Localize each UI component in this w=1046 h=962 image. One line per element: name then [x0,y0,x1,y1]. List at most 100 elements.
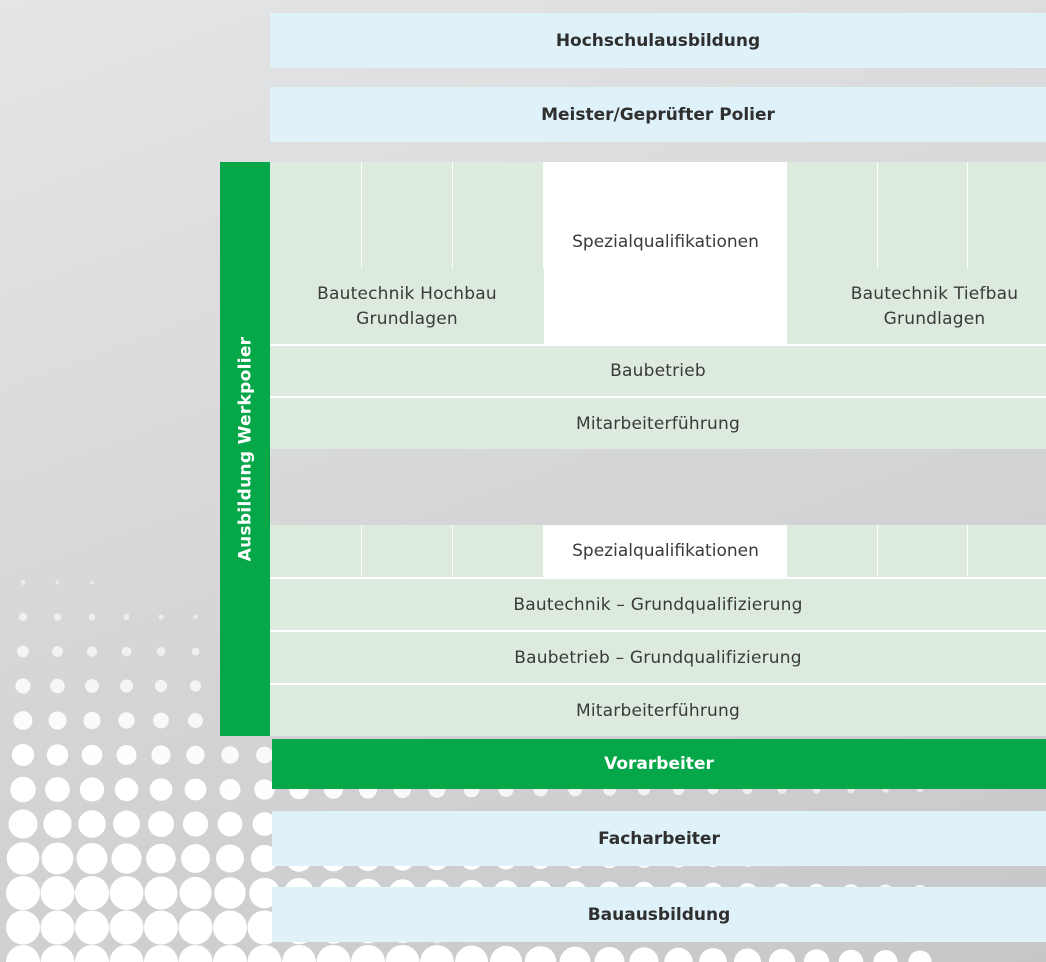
pattern-dot [213,910,247,945]
pattern-dot [385,945,420,962]
divider [270,577,1046,579]
pattern-dot [148,811,174,837]
baubetrieb-grundqualifizierung: Baubetrieb – Grundqualifizierung [270,632,1046,683]
pattern-dot [83,711,101,730]
pattern-dot [118,712,135,729]
pattern-dot [489,945,523,962]
pattern-dot [420,945,454,962]
level-meister-polier: Meister/Geprüfter Polier [270,87,1046,142]
pattern-dot [113,810,140,838]
spezialqualifikationen-bottom-label: Spezialqualifikationen [572,541,759,561]
grid-cell [362,162,453,268]
pattern-dot [40,876,75,910]
bautechnik-grundqualifizierung-label: Bautechnik – Grundqualifizierung [513,594,803,615]
pattern-dot [873,950,898,962]
pattern-dot [109,876,144,910]
pattern-dot [109,945,144,962]
pattern-dot [109,910,144,945]
pattern-dot [734,948,761,962]
pattern-dot [254,779,275,800]
werkpolier-bar [220,162,270,736]
level-bauausbildung-label: Bauausbildung [587,904,731,925]
pattern-dot [594,947,625,962]
pattern-dot [81,744,103,766]
divider [270,396,1046,398]
pattern-dot [455,945,488,962]
baubetrieb-top-label: Baubetrieb [610,361,706,381]
pattern-dot [75,945,109,962]
pattern-dot [252,812,277,836]
grid-cell [453,162,544,268]
grid-cell [270,525,362,577]
pattern-dot [120,679,133,693]
pattern-dot [78,810,106,838]
pattern-dot [13,711,33,730]
pattern-dot [221,746,239,764]
spezialqualifikationen-bottom: Spezialqualifikationen [544,525,787,577]
pattern-dot [154,679,168,693]
werkpolier-label-wrap: Ausbildung Werkpolier [220,162,270,736]
pattern-dot [41,842,74,875]
pattern-dot [217,811,243,837]
pattern-dot [191,647,200,656]
pattern-dot [664,947,693,962]
pattern-dot [178,945,213,962]
mitarbeiterfuehrung-top: Mitarbeiterführung [270,398,1046,449]
pattern-dot [189,680,202,692]
spezialqualifikationen-top: Spezialqualifikationen [544,162,787,345]
level-facharbeiter-label: Facharbeiter [598,828,720,849]
pattern-dot [178,910,213,945]
pattern-dot [76,843,108,874]
pattern-dot [85,679,99,693]
pattern-dot [144,910,178,945]
baubetrieb-top: Baubetrieb [270,346,1046,396]
pattern-dot [149,778,173,801]
bautechnik-hochbau: Bautechnik Hochbau Grundlagen [270,268,544,345]
bautechnik-tiefbau-line2: Grundlagen [883,308,986,329]
pattern-dot [282,945,316,962]
pattern-dot [838,949,864,962]
pattern-dot [52,646,63,657]
pattern-dot [53,613,62,621]
pattern-dot [146,843,176,874]
mitarbeiterfuehrung-bottom-label: Mitarbeiterführung [575,700,740,721]
pattern-dot [316,945,351,962]
pattern-dot [6,842,40,875]
pattern-dot [214,877,246,909]
grid-cell [453,525,544,577]
pattern-dot [90,580,94,585]
grid-cell [968,525,1046,577]
level-vorarbeiter-label: Vorarbeiter [604,754,714,774]
pattern-dot [144,945,178,962]
grid-cell [787,162,878,268]
pattern-dot [186,745,205,765]
pattern-dot [908,950,932,962]
pattern-dot [156,647,166,656]
pattern-dot [46,744,69,766]
bautechnik-hochbau-line1: Bautechnik Hochbau [317,283,497,304]
baubetrieb-grundqualifizierung-label: Baubetrieb – Grundqualifizierung [514,647,802,668]
pattern-dot [699,948,727,962]
pattern-dot [213,945,247,962]
pattern-dot [40,910,75,945]
pattern-dot [18,612,28,622]
pattern-dot [55,580,60,585]
pattern-dot [181,844,210,873]
grid-cell [968,162,1046,268]
pattern-dot [88,613,96,621]
pattern-dot [111,843,142,874]
pattern-dot [17,645,29,658]
pattern-dot [216,844,244,873]
divider [270,344,1046,346]
pattern-dot [188,713,203,728]
divider [270,630,1046,632]
pattern-dot [768,948,796,962]
pattern-dot [158,614,164,620]
pattern-dot [184,778,207,801]
pattern-dot [144,876,178,910]
grid-cell [878,162,968,268]
pattern-dot [45,777,70,802]
pattern-dot [11,743,35,767]
grid-cell [878,525,968,577]
spezialqualifikationen-top-label: Spezialqualifikationen [572,231,759,252]
